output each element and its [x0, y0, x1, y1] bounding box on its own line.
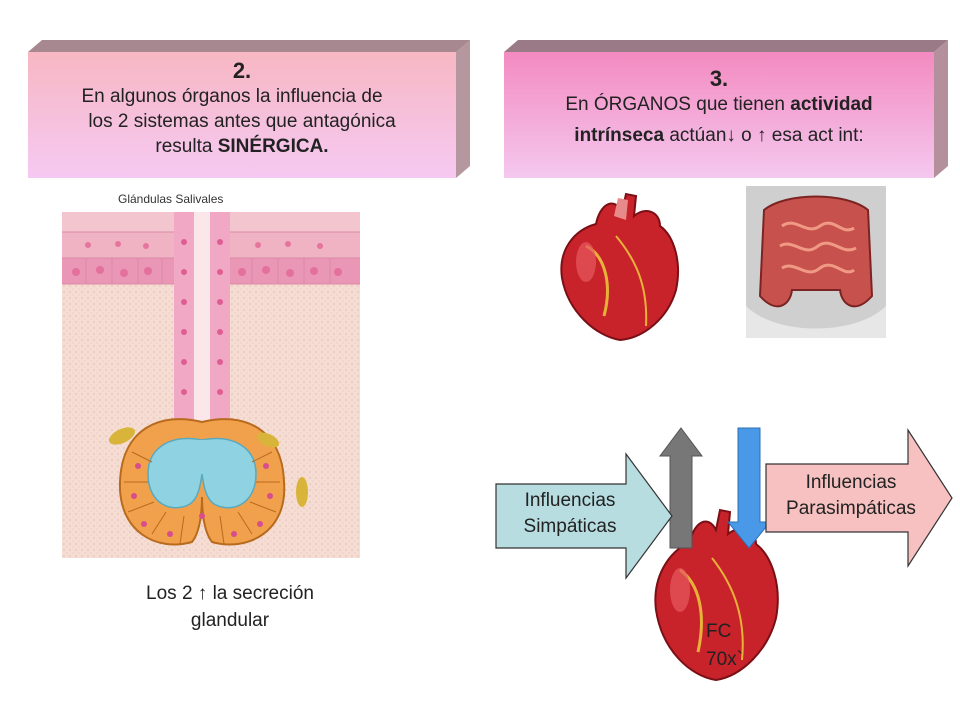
box3-number: 3. [709, 66, 729, 91]
gland-label: Glándulas Salivales [118, 192, 224, 206]
box2-line3-pre: resulta [155, 136, 218, 157]
sympathetic-arrow [495, 452, 673, 580]
box2-line3: resulta SINÉRGICA. [28, 134, 456, 159]
para-line1: Influencias [805, 472, 897, 493]
intestine-image [746, 186, 886, 338]
box3-panel [504, 40, 948, 178]
gland-caption: Los 2 ↑ la secreción glandular [100, 580, 360, 634]
parasympathetic-arrow [765, 428, 953, 568]
box3-line1: En ÓRGANOS que tienen actividad [504, 92, 934, 117]
box3-line2: intrínseca actúan↓ o ↑ esa act int: [504, 123, 934, 148]
box3-line2-rest: actúan↓ o ↑ esa act int: [664, 125, 864, 146]
heart-image [560, 192, 680, 342]
para-line2: Parasimpáticas [786, 498, 916, 519]
box2-panel [28, 40, 470, 178]
parasympathetic-label: Influencias Parasimpáticas [766, 470, 936, 522]
sympathetic-label: Influencias Simpáticas [500, 488, 640, 540]
symp-line2: Simpáticas [523, 516, 617, 537]
caption-line2: glandular [190, 610, 270, 631]
caption-line1: Los 2 ↑ la secreción [146, 583, 314, 604]
box2-line3-bold: SINÉRGICA. [217, 136, 329, 157]
box2-line1: En algunos órganos la influencia de [81, 86, 383, 107]
box2-number: 2. [232, 58, 252, 83]
box2-text: 2. En algunos órganos la influencia de l… [28, 58, 456, 159]
box3-text: 3. En ÓRGANOS que tienen actividad intrí… [504, 66, 934, 148]
box3-line1-bold: actividad [790, 94, 873, 115]
box3-line1-pre: En ÓRGANOS que tienen [565, 94, 791, 115]
hr-line1: FC [706, 621, 732, 642]
hr-line2: 70x` [706, 649, 743, 670]
heart-rate-label: FC 70x` [706, 618, 743, 674]
box3-line2-bold: intrínseca [574, 125, 665, 146]
salivary-gland-illustration [62, 212, 360, 558]
decrease-arrow [726, 427, 772, 549]
box2-line2: los 2 sistemas antes que antagónica [88, 111, 396, 132]
symp-line1: Influencias [524, 490, 616, 511]
bottom-heart-image [654, 508, 779, 682]
